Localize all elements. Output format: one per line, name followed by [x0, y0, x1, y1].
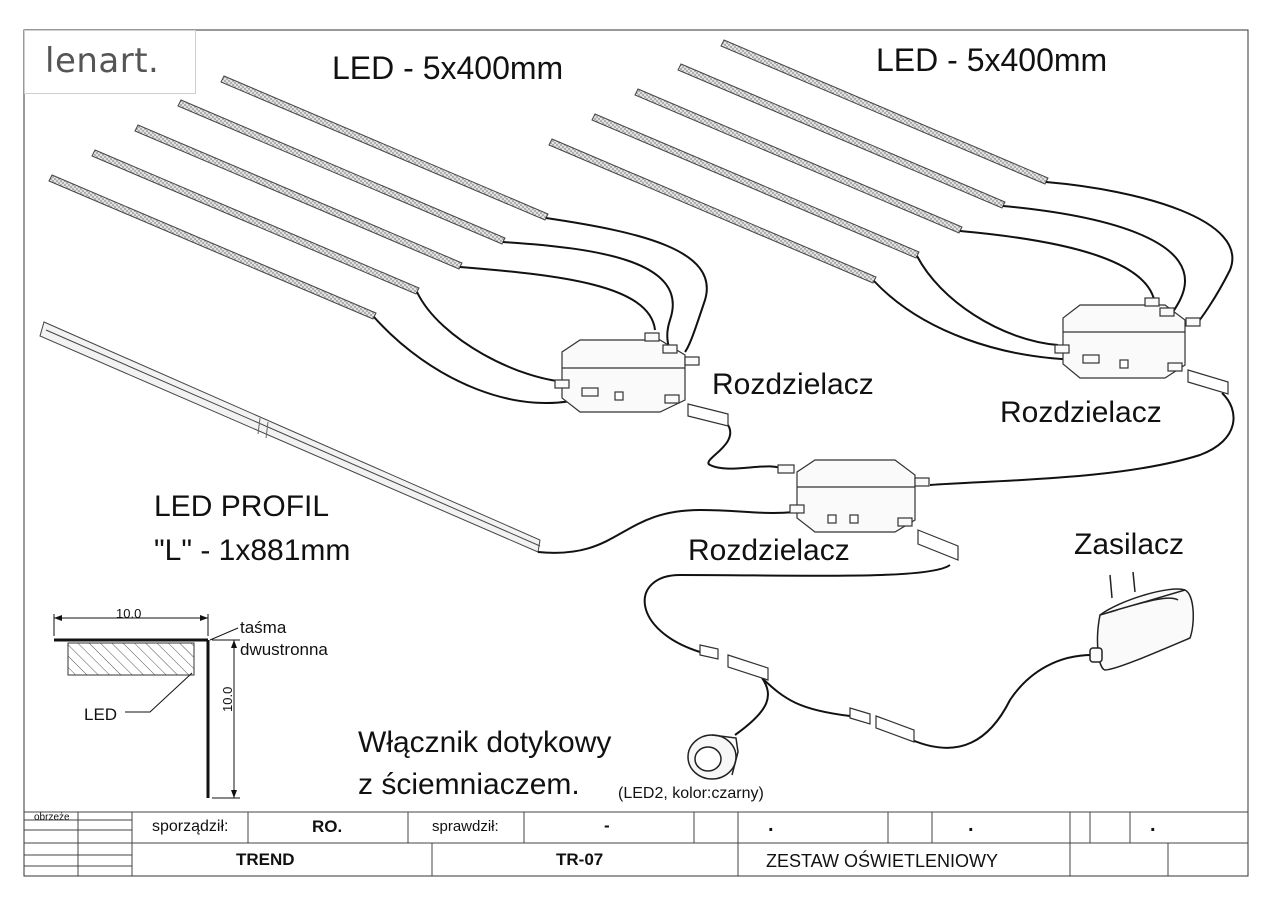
- title-block-set-name: ZESTAW OŚWIETLENIOWY: [766, 851, 999, 871]
- title-block-edge-label: obrzeże: [34, 812, 70, 823]
- dimension-side: 10.0: [220, 686, 235, 712]
- brand-logo: lenart.: [45, 41, 160, 81]
- logo-box: lenart.: [24, 30, 196, 94]
- label-splitter-1: Rozdzielacz: [712, 368, 874, 401]
- dimension-top: 10.0: [116, 606, 142, 621]
- label-led-right: LED - 5x400mm: [876, 42, 1108, 78]
- label-profile-line2: "L" - 1x881mm: [154, 534, 351, 567]
- led-strip: [220, 75, 549, 221]
- led-strip: [177, 99, 506, 245]
- title-block-checked-value: -: [604, 816, 610, 835]
- splitter-2: [1054, 297, 1229, 395]
- led-strip: [677, 63, 1006, 209]
- profile-section-detail: [53, 614, 240, 799]
- label-tape-line2: dwustronna: [240, 640, 328, 659]
- title-block-series: TREND: [236, 850, 295, 869]
- power-supply: [1089, 571, 1195, 671]
- cables: [373, 181, 1235, 749]
- led-strip: [134, 124, 463, 270]
- drawing-frame: [23, 29, 1249, 877]
- led-strip: [720, 39, 1049, 185]
- splitter-3: [777, 459, 959, 561]
- label-switch-note: (LED2, kolor:czarny): [618, 785, 764, 802]
- label-led-callout: LED: [84, 705, 118, 724]
- led-strip: [48, 174, 377, 320]
- title-block-dot-1: .: [768, 814, 774, 836]
- led-strips-left: [48, 75, 549, 320]
- title-block-prepared-value: RO.: [312, 817, 343, 836]
- led-strips-right: [548, 39, 1049, 284]
- label-splitter-3: Rozdzielacz: [688, 534, 850, 567]
- label-power-supply: Zasilacz: [1074, 528, 1185, 561]
- label-switch-line2: z ściemniaczem.: [358, 768, 580, 801]
- label-switch-line1: Włącznik dotykowy: [358, 726, 612, 759]
- title-block-dot-3: .: [1150, 814, 1156, 836]
- label-tape-line1: taśma: [240, 618, 287, 637]
- title-block: [24, 811, 1248, 876]
- title-block-checked-label: sprawdził:: [432, 818, 499, 835]
- title-block-code: TR-07: [556, 850, 604, 869]
- led-strip: [548, 138, 877, 284]
- switch-connectors: [699, 644, 915, 743]
- title-block-prepared-label: sporządził:: [152, 818, 229, 835]
- label-splitter-2: Rozdzielacz: [1000, 396, 1162, 429]
- led-strip: [591, 113, 920, 259]
- label-profile-line1: LED PROFIL: [154, 490, 330, 523]
- splitter-1: [554, 332, 729, 427]
- led-strip: [91, 149, 420, 295]
- touch-switch: [687, 734, 739, 780]
- title-block-dot-2: .: [968, 814, 974, 836]
- led-strip: [634, 88, 963, 234]
- label-led-left: LED - 5x400mm: [332, 50, 564, 86]
